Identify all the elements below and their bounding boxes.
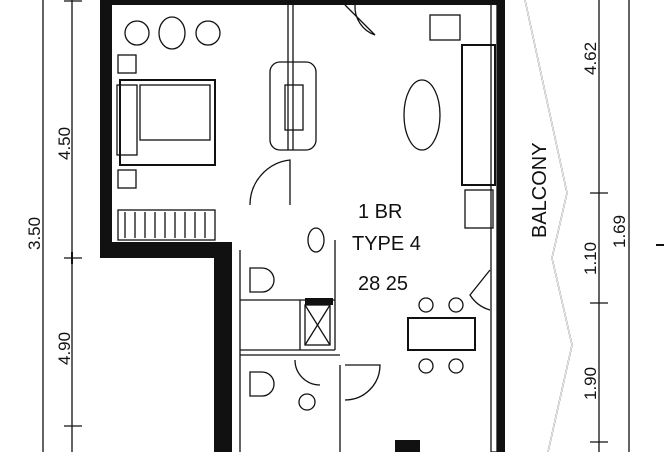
tv-unit bbox=[269, 61, 317, 151]
interior-walls bbox=[239, 5, 341, 452]
dim-left-outer: 3.50 bbox=[25, 217, 44, 250]
left-dimension-lines bbox=[42, 0, 82, 452]
side-table bbox=[158, 16, 186, 50]
dim-left-lower: 4.90 bbox=[55, 332, 74, 365]
unit-code: 28 25 bbox=[358, 273, 408, 295]
right-dimension-lines bbox=[590, 0, 664, 452]
exterior-walls bbox=[100, 0, 505, 452]
dim-left-upper: 4.50 bbox=[55, 127, 74, 160]
dim-right-lower: 1.90 bbox=[581, 367, 600, 400]
armchair bbox=[124, 20, 150, 46]
armchair bbox=[195, 20, 221, 46]
furniture bbox=[116, 14, 496, 411]
bed bbox=[119, 79, 216, 166]
dim-right-upper: 4.62 bbox=[581, 42, 600, 75]
toilet bbox=[249, 371, 275, 397]
balcony-label: BALCONY bbox=[529, 142, 551, 238]
coffee-table bbox=[403, 79, 441, 151]
dim-right-outer: 1.69 bbox=[610, 215, 629, 248]
dining-table bbox=[407, 317, 476, 351]
washbasin bbox=[307, 227, 325, 253]
wardrobe bbox=[117, 209, 216, 241]
doors bbox=[249, 4, 491, 401]
sofa bbox=[461, 44, 496, 186]
unit-type: TYPE 4 bbox=[352, 233, 421, 255]
unit-name: 1 BR bbox=[358, 201, 402, 223]
toilet bbox=[249, 267, 275, 293]
dim-right-middle: 1.10 bbox=[581, 242, 600, 275]
